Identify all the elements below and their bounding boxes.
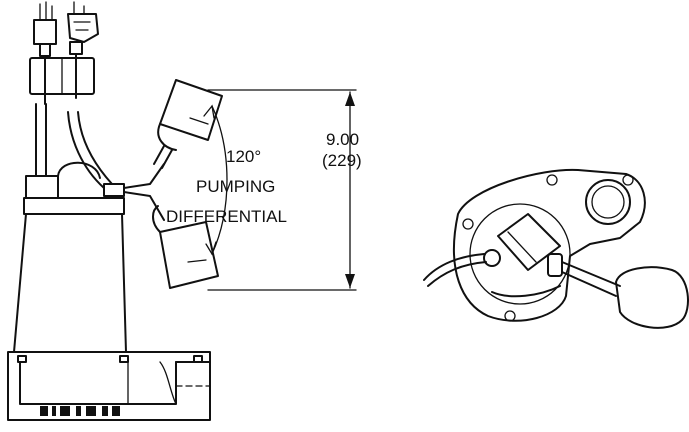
pump-top-view <box>423 168 689 329</box>
motor-cap <box>23 197 125 215</box>
bolt-hole <box>462 218 474 230</box>
float-lower <box>152 205 219 289</box>
switch-bracket <box>103 183 125 197</box>
switch-cord <box>67 111 113 189</box>
angle-arrow-bottom <box>205 241 217 256</box>
float-arm-top <box>561 261 621 297</box>
cord-entry <box>25 175 59 199</box>
angle-arc <box>211 105 228 255</box>
piggyback-plug <box>67 1 99 99</box>
differential-label-line2: DIFFERENTIAL <box>166 207 287 226</box>
switch-arm-lower <box>123 191 165 221</box>
cord-entry-top <box>483 249 501 267</box>
handle <box>57 161 101 179</box>
pump-side-view: 120° PUMPING DIFFERENTIAL 9.00 (229) <box>7 1 362 421</box>
angle-label: 120° <box>226 147 261 166</box>
base-marking <box>40 406 120 416</box>
switch-body <box>497 213 561 271</box>
differential-label-line1: PUMPING <box>196 177 275 196</box>
motor-housing <box>13 213 127 353</box>
bolt-hole <box>504 310 516 322</box>
power-cord <box>35 103 47 177</box>
switch-arm-upper <box>123 163 165 189</box>
dimension-inches: 9.00 <box>326 130 359 149</box>
motor-ring <box>469 203 571 305</box>
dimension-mm: (229) <box>322 151 362 170</box>
bracket-top <box>547 253 563 277</box>
bolt-hole <box>622 174 634 186</box>
float-top <box>615 266 689 329</box>
pump-base <box>7 351 211 421</box>
switch-detail <box>507 231 537 263</box>
cord-top <box>423 253 487 287</box>
dimension-line <box>207 89 357 291</box>
cord-clip <box>29 57 95 95</box>
angle-arrow-top <box>203 104 215 119</box>
bolt-hole <box>546 174 558 186</box>
top-plate <box>452 168 646 322</box>
float-upper <box>153 79 223 169</box>
discharge-inner <box>591 185 625 219</box>
power-plug <box>33 1 57 105</box>
discharge-outlet <box>585 179 631 225</box>
linkage <box>491 285 561 298</box>
